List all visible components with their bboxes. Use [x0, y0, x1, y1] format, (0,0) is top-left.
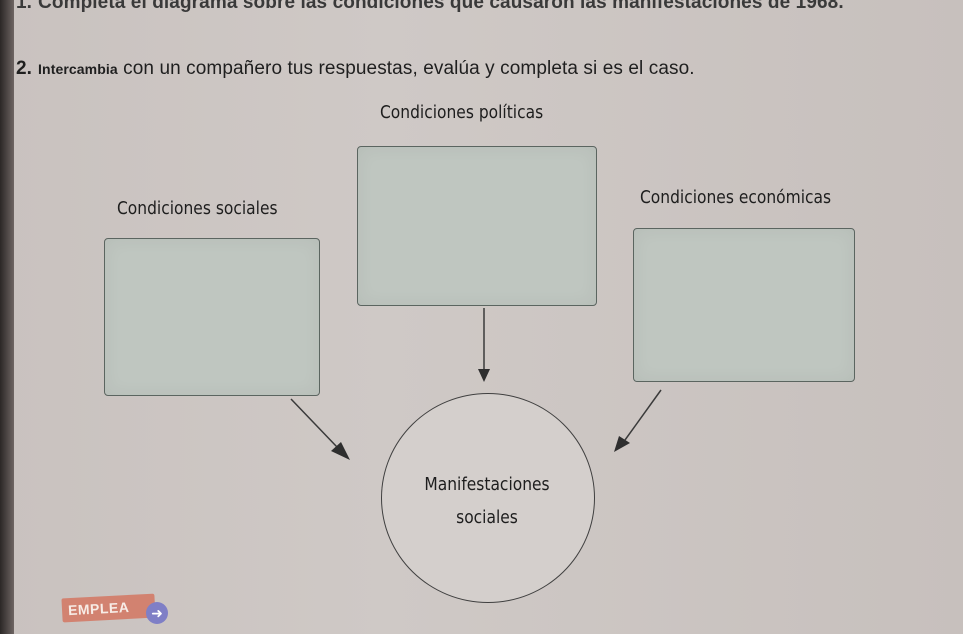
instruction-2-text: con un compañero tus respuestas, evalúa …: [123, 58, 695, 79]
arrow-economic-head: [614, 436, 630, 452]
social-manifestations-label: Manifestaciones sociales: [381, 468, 593, 534]
circle-label-line-1: Manifestaciones: [424, 474, 550, 495]
book-spine-shadow: [0, 0, 14, 634]
economic-conditions-box[interactable]: [633, 228, 855, 382]
political-conditions-label: Condiciones políticas: [380, 102, 544, 123]
instruction-1-number: 1.: [16, 0, 33, 13]
arrow-social-line: [290, 398, 338, 448]
social-conditions-label: Condiciones sociales: [117, 198, 278, 219]
arrow-right-icon: ➜: [146, 602, 168, 624]
social-manifestations-circle[interactable]: [381, 393, 595, 603]
arrow-economic-line: [624, 389, 662, 441]
political-conditions-box[interactable]: [357, 146, 597, 306]
arrow-political-head: [478, 369, 490, 382]
economic-conditions-label: Condiciones económicas: [640, 187, 832, 208]
instruction-2-verb: Intercambia: [38, 61, 118, 77]
arrow-social-head: [331, 442, 350, 460]
instruction-2-number: 2.: [16, 58, 33, 79]
instruction-2: 2. Intercambia con un compañero tus respu…: [16, 58, 695, 80]
emplea-badge: EMPLEA: [61, 593, 156, 623]
instruction-1: 1. Completa el diagrama sobre las condici…: [16, 0, 844, 14]
social-conditions-box[interactable]: [104, 238, 320, 396]
instruction-1-text: Completa el diagrama sobre las condicion…: [38, 0, 844, 13]
circle-label-line-2: sociales: [456, 507, 518, 528]
